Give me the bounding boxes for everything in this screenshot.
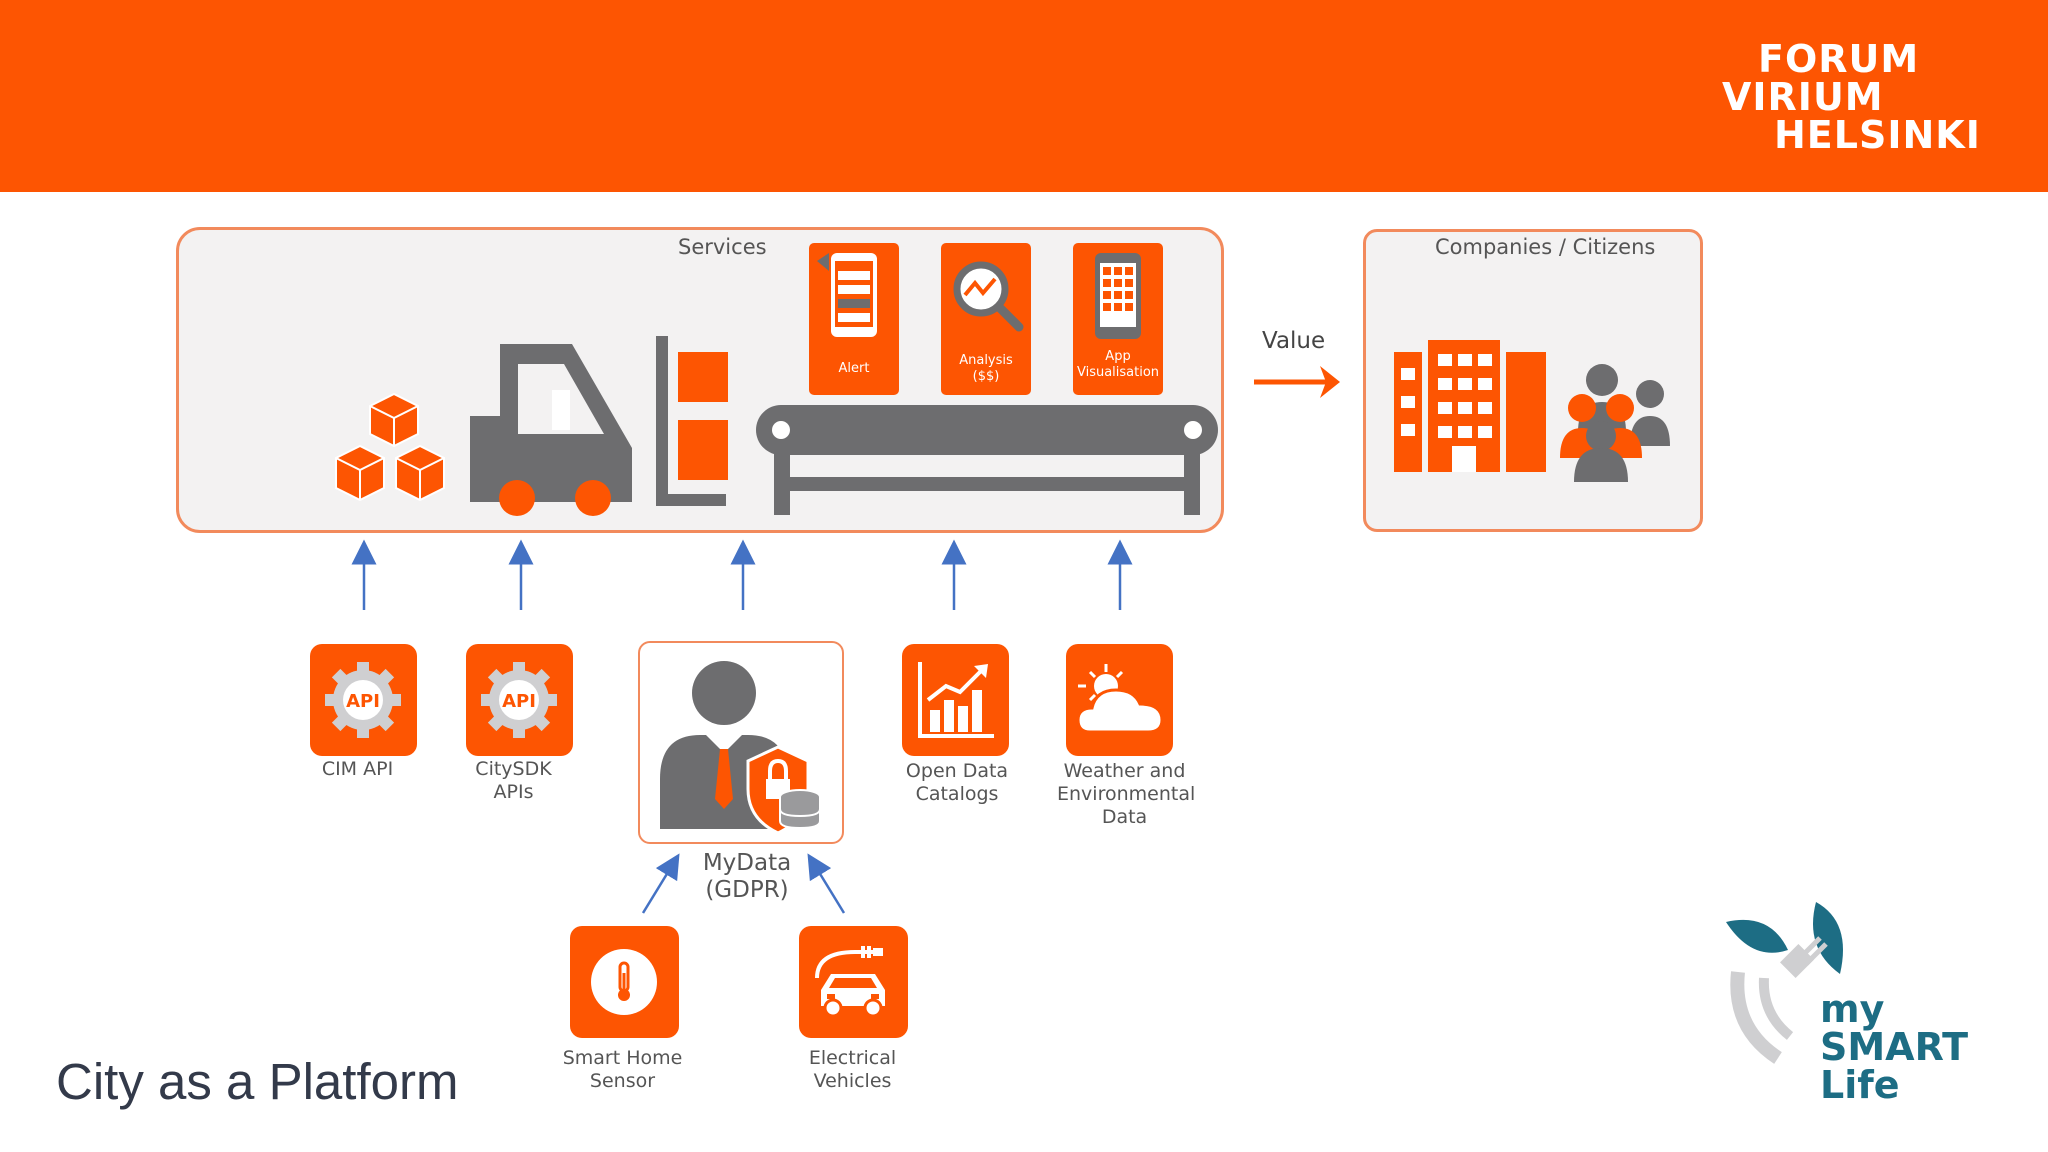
arrow-sensor bbox=[641, 853, 680, 914]
cim-api-tile: API bbox=[310, 644, 417, 756]
logo-life: Life bbox=[1820, 1063, 1900, 1107]
api-text: API bbox=[346, 691, 380, 712]
mydata-label: MyData (GDPR) bbox=[702, 850, 792, 903]
weather-icon bbox=[1076, 664, 1164, 734]
api-gear-icon: API bbox=[481, 662, 557, 738]
logo-line-1: FORUM bbox=[1758, 37, 1920, 81]
mydata-box bbox=[638, 641, 844, 844]
my-smart-life-logo-text: my SMART Life bbox=[1820, 990, 1980, 1104]
forklift-icon bbox=[470, 336, 728, 516]
logo-line-2: VIRIUM bbox=[1722, 75, 1884, 119]
conveyor-icon bbox=[756, 405, 1218, 515]
logo-smart: SMART bbox=[1820, 1025, 1969, 1069]
smart-home-sensor-tile bbox=[570, 926, 679, 1038]
api-gear-icon: API bbox=[325, 662, 401, 738]
page-title: City as a Platform bbox=[56, 1053, 459, 1110]
electric-car-icon bbox=[815, 946, 885, 1018]
open-data-tile bbox=[902, 644, 1009, 756]
alert-label: Alert bbox=[838, 361, 870, 376]
my-smart-life-logo-mark bbox=[1726, 902, 1843, 1064]
person-lock-icon bbox=[660, 661, 821, 835]
value-arrow bbox=[1254, 366, 1340, 398]
phone-list-icon bbox=[817, 253, 877, 337]
electrical-vehicles-tile bbox=[799, 926, 908, 1038]
phone-grid-icon bbox=[1095, 253, 1141, 339]
citysdk-api-tile: API bbox=[466, 644, 573, 756]
header-banner bbox=[0, 0, 2048, 192]
app-visualisation-label: App Visualisation bbox=[1076, 349, 1160, 380]
analysis-card: Analysis ($$) bbox=[941, 243, 1031, 395]
cim-api-label: CIM API bbox=[321, 758, 394, 780]
arrow-vehicles bbox=[807, 853, 846, 914]
logo-line-3: HELSINKI bbox=[1774, 113, 1981, 157]
weather-tile bbox=[1066, 644, 1173, 756]
app-visualisation-card: App Visualisation bbox=[1073, 243, 1163, 395]
value-label: Value bbox=[1262, 328, 1326, 354]
boxes-icon bbox=[335, 392, 445, 502]
bar-chart-icon bbox=[918, 662, 994, 738]
services-title: Services bbox=[678, 235, 767, 259]
companies-title: Companies / Citizens bbox=[1435, 235, 1656, 259]
logo-my: my bbox=[1820, 987, 1885, 1031]
analysis-label: Analysis ($$) bbox=[959, 353, 1013, 384]
smart-home-sensor-label: Smart Home Sensor bbox=[562, 1047, 683, 1092]
citysdk-api-label: CitySDK APIs bbox=[475, 758, 552, 803]
people-icon bbox=[1560, 364, 1670, 482]
magnifier-chart-icon bbox=[953, 261, 1024, 332]
weather-label: Weather and Environmental Data bbox=[1057, 760, 1196, 828]
thermometer-icon bbox=[591, 949, 657, 1015]
api-text: API bbox=[502, 691, 536, 712]
alert-card: Alert bbox=[809, 243, 899, 395]
open-data-label: Open Data Catalogs bbox=[905, 760, 1009, 805]
electrical-vehicles-label: Electrical Vehicles bbox=[808, 1047, 897, 1092]
forum-virium-logo: FORUM VIRIUM HELSINKI bbox=[1722, 40, 1982, 154]
building-icon bbox=[1394, 340, 1546, 472]
